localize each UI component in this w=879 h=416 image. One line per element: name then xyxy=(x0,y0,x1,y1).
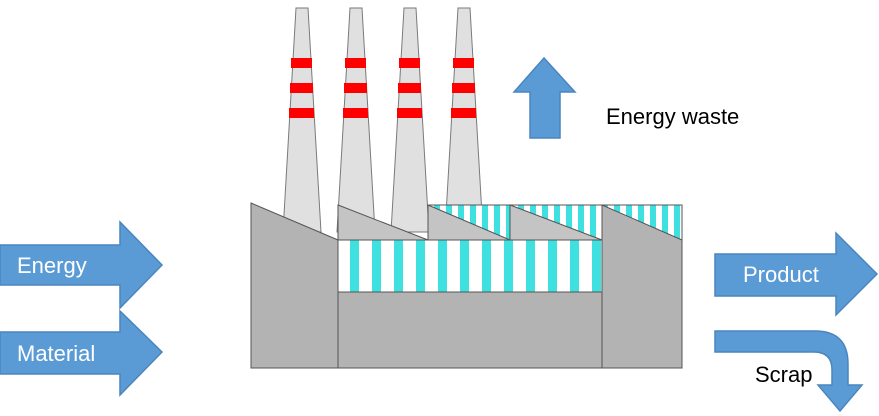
factory-right-wall xyxy=(601,204,683,369)
factory-lower-wall xyxy=(337,291,603,369)
energy-waste-arrow xyxy=(512,56,577,139)
chimney-4 xyxy=(444,7,484,233)
chimneys xyxy=(282,7,484,233)
chimney-3 xyxy=(390,7,430,233)
energy-waste-label: Energy waste xyxy=(606,104,740,129)
scrap-output-arrow xyxy=(714,330,864,413)
factory-window-band xyxy=(337,239,603,293)
material-input-arrow xyxy=(0,309,164,397)
scrap-output-label: Scrap xyxy=(755,362,813,387)
factory xyxy=(250,202,683,369)
factory-roof-teeth xyxy=(337,204,603,241)
product-output-label: Product xyxy=(743,262,819,287)
factory-left-wall xyxy=(250,202,339,369)
material-input-label: Material xyxy=(17,341,96,366)
energy-input-label: Energy xyxy=(17,253,87,278)
energy-input-arrow xyxy=(0,220,164,310)
chimney-1 xyxy=(282,7,322,233)
product-output-arrow xyxy=(714,231,879,317)
chimney-2 xyxy=(336,7,376,233)
